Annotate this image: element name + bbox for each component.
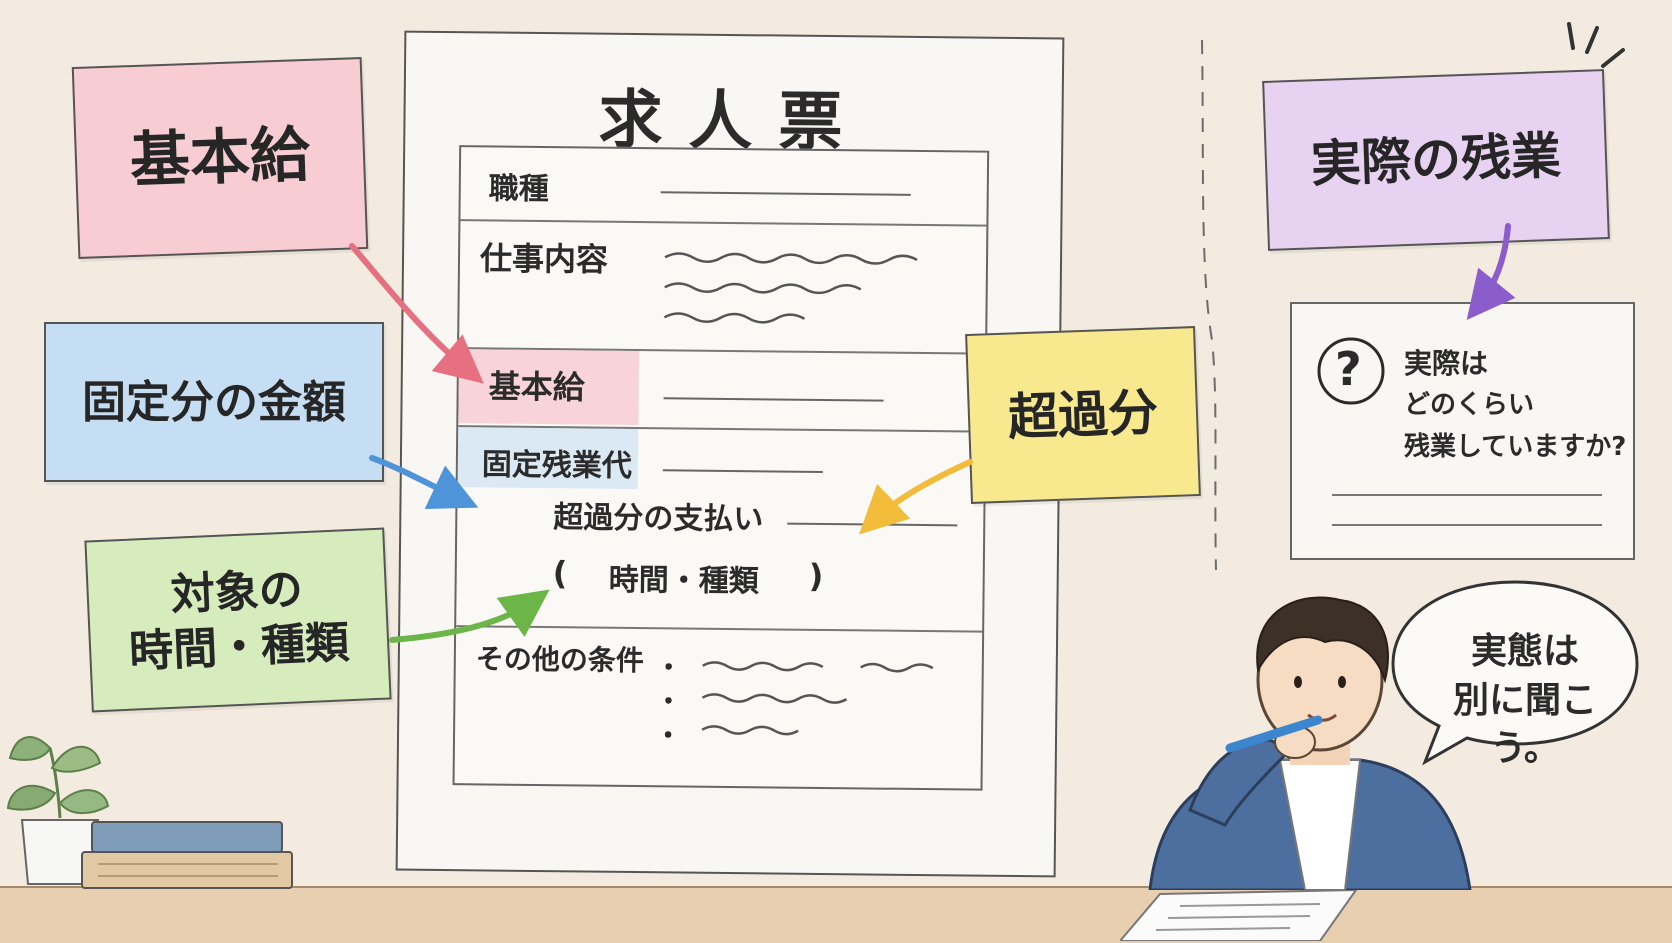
speech-line-2: 別に聞こう。 bbox=[1452, 679, 1597, 770]
fixed-amount-note: 固定分の金額 bbox=[44, 322, 384, 482]
answer-line-2 bbox=[1332, 524, 1602, 526]
question-line-1: 実際は bbox=[1404, 347, 1489, 380]
job-posting-sheet: 求人票 職種 仕事内容 基本給 固定残業代 超過分の支払い ( 時間・種類 ) … bbox=[395, 30, 1065, 878]
fixed-amount-note-text: 固定分の金額 bbox=[82, 376, 346, 428]
speech-line-1: 実態は bbox=[1470, 631, 1579, 672]
speech-bubble-text: 実態は 別に聞こう。 bbox=[1420, 628, 1630, 774]
businessman-illustration bbox=[1148, 596, 1472, 890]
arrow-excess bbox=[858, 459, 973, 535]
wall-divider bbox=[1201, 40, 1217, 570]
speech-bubble-icon bbox=[1391, 580, 1639, 766]
arrow-fixed-amount bbox=[369, 455, 479, 509]
job-posting-form: 職種 仕事内容 基本給 固定残業代 超過分の支払い ( 時間・種類 ) その他の… bbox=[452, 145, 990, 791]
question-circle-icon bbox=[1317, 337, 1385, 405]
arrow-target bbox=[389, 589, 550, 643]
potted-plant bbox=[6, 736, 110, 885]
question-card: ? 実際は どのくらい 残業していますか? bbox=[1290, 302, 1635, 560]
book-stack bbox=[81, 821, 293, 889]
job-content-scribble bbox=[663, 252, 918, 324]
arrow-base-salary bbox=[349, 243, 484, 384]
desk-paper bbox=[1120, 890, 1358, 941]
question-line-2: どのくらい bbox=[1404, 390, 1535, 420]
desk-surface bbox=[0, 886, 1672, 943]
question-line-3: 残業していますか? bbox=[1404, 432, 1627, 462]
exclamation-marks-icon bbox=[1567, 22, 1625, 68]
arrow-actual-overtime bbox=[1466, 223, 1516, 320]
other-conditions-scribble bbox=[701, 661, 934, 736]
answer-line-1 bbox=[1332, 494, 1602, 496]
question-mark: ? bbox=[1335, 342, 1362, 396]
